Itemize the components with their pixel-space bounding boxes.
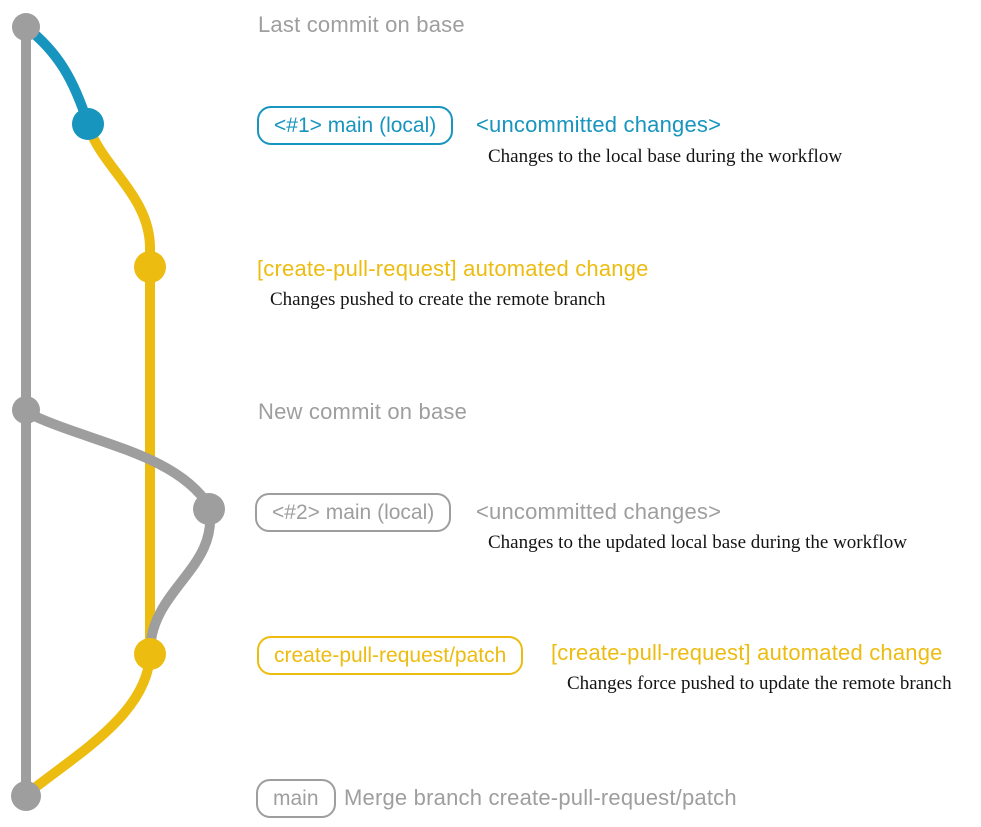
uncommitted-changes-note-1: <uncommitted changes>: [476, 112, 722, 137]
base-update-curve: [21, 407, 216, 655]
commit-dot-patch-2: [134, 638, 166, 670]
branch-badge-main-local-2: <#2> main (local): [255, 493, 452, 532]
annotation-updated-local-base-changes: Changes to the updated local base during…: [488, 532, 907, 553]
patch-branch-curve: [22, 120, 155, 799]
commit-message-merge-branch: Merge branch create-pull-request/patch: [344, 785, 737, 810]
annotation-changes-pushed: Changes pushed to create the remote bran…: [270, 289, 606, 310]
branch-badge-main-label: main: [273, 787, 319, 810]
branch-badge-main-local-2-label: <#2> main (local): [272, 501, 435, 524]
branch-badge-main-local-1-label: <#1> main (local): [274, 114, 437, 137]
commit-message-new-commit-on-base: New commit on base: [258, 399, 468, 424]
local-main-branch-curve: [21, 22, 93, 129]
commit-dot-main-local-2: [193, 493, 225, 525]
annotation-changes-force-pushed: Changes force pushed to update the remot…: [567, 673, 952, 694]
commit-dot-last-base: [12, 13, 40, 41]
branch-badge-patch-label: create-pull-request/patch: [274, 644, 507, 667]
commit-dot-main-local-1: [72, 108, 104, 140]
uncommitted-changes-note-2: <uncommitted changes>: [476, 499, 722, 524]
commit-dot-merge: [11, 781, 41, 811]
annotation-local-base-changes: Changes to the local base during the wor…: [488, 146, 843, 167]
commit-message-automated-change-2: [create-pull-request] automated change: [551, 640, 943, 665]
commit-dot-patch-1: [134, 251, 166, 283]
git-graph: [11, 13, 225, 811]
commit-message-automated-change-1: [create-pull-request] automated change: [257, 256, 649, 281]
branch-badge-main: main: [256, 779, 336, 818]
branch-badge-main-local-1: <#1> main (local): [257, 106, 454, 145]
commit-message-last-commit-on-base: Last commit on base: [258, 12, 465, 37]
branch-badge-patch: create-pull-request/patch: [257, 636, 524, 675]
commit-dot-new-base: [12, 396, 40, 424]
